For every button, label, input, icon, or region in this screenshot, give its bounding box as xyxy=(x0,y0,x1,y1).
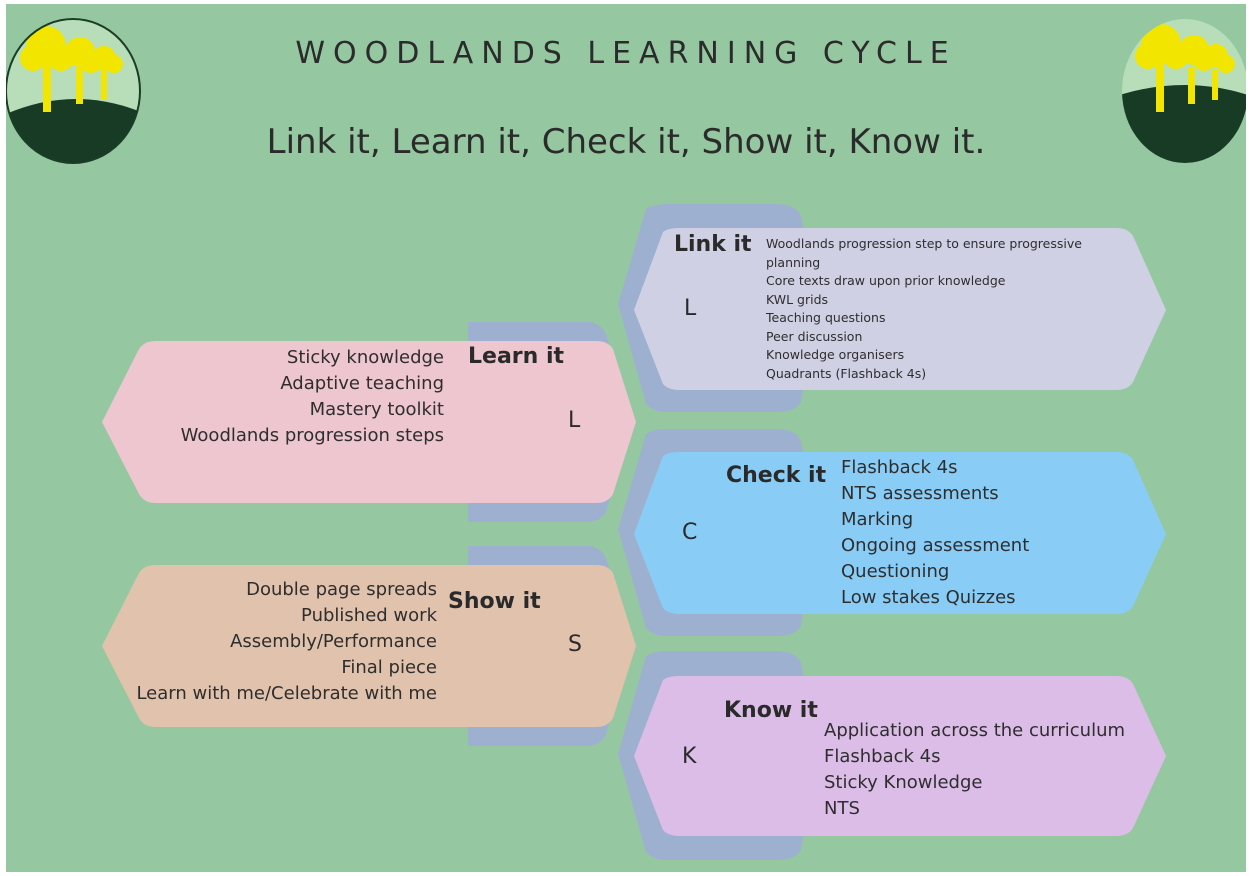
poster-shapes xyxy=(6,18,1246,860)
list-item: Peer discussion xyxy=(766,328,863,344)
list-item: Flashback 4s xyxy=(841,457,958,478)
check-list: Flashback 4s NTS assessments Marking Ong… xyxy=(841,455,1029,611)
list-item: Adaptive teaching xyxy=(280,373,444,394)
list-item: Woodlands progression step to ensure pro… xyxy=(766,236,1082,251)
list-item: Woodlands progression steps xyxy=(180,425,444,446)
list-item: Application across the curriculum xyxy=(824,720,1126,741)
list-item: Teaching questions xyxy=(766,310,886,325)
link-card xyxy=(634,228,1166,390)
tree-logo-icon xyxy=(1122,19,1246,163)
list-item: Ongoing assessment xyxy=(841,535,1030,556)
list-item: Mastery toolkit xyxy=(309,399,444,420)
page-subtitle: Link it, Learn it, Check it, Show it, Kn… xyxy=(266,122,986,162)
show-card xyxy=(102,565,636,727)
list-item: Sticky Knowledge xyxy=(824,772,983,793)
know-list: Application across the curriculum Flashb… xyxy=(824,718,1125,822)
know-heading: Know it xyxy=(724,698,818,723)
list-item: Final piece xyxy=(341,657,437,678)
show-letter: S xyxy=(568,632,582,657)
check-letter: C xyxy=(682,520,698,545)
list-item: Core texts draw upon prior knowledge xyxy=(766,273,1006,288)
learn-letter: L xyxy=(568,408,581,433)
check-heading: Check it xyxy=(726,463,827,488)
list-item: Marking xyxy=(841,509,914,530)
learn-card xyxy=(102,341,636,503)
list-item: planning xyxy=(766,254,821,270)
show-heading: Show it xyxy=(448,589,541,614)
list-item: Low stakes Quizzes xyxy=(841,587,1016,608)
learn-heading: Learn it xyxy=(468,344,565,369)
list-item: Questioning xyxy=(841,561,950,582)
list-item: Published work xyxy=(301,605,437,626)
list-item: Knowledge organisers xyxy=(766,347,905,362)
list-item: Sticky knowledge xyxy=(286,347,444,368)
list-item: NTS xyxy=(824,798,860,819)
list-item: Quadrants (Flashback 4s) xyxy=(766,365,927,381)
list-item: KWL grids xyxy=(766,291,829,307)
list-item: Flashback 4s xyxy=(824,746,941,767)
list-item: Learn with me/Celebrate with me xyxy=(136,683,437,704)
link-heading: Link it xyxy=(674,232,752,257)
poster: WOODLANDS LEARNING CYCLE Link it, Learn … xyxy=(6,4,1246,872)
know-card xyxy=(634,676,1166,836)
link-list: Woodlands progression step to ensure pro… xyxy=(766,235,1082,383)
know-letter: K xyxy=(682,744,697,769)
list-item: Double page spreads xyxy=(246,579,437,600)
check-card xyxy=(634,452,1166,614)
page-title: WOODLANDS LEARNING CYCLE xyxy=(295,36,957,71)
list-item: Assembly/Performance xyxy=(230,631,437,652)
list-item: NTS assessments xyxy=(841,483,999,504)
link-letter: L xyxy=(684,296,697,321)
show-list: Double page spreads Published work Assem… xyxy=(136,577,437,707)
learn-list: Sticky knowledge Adaptive teaching Maste… xyxy=(181,345,444,449)
